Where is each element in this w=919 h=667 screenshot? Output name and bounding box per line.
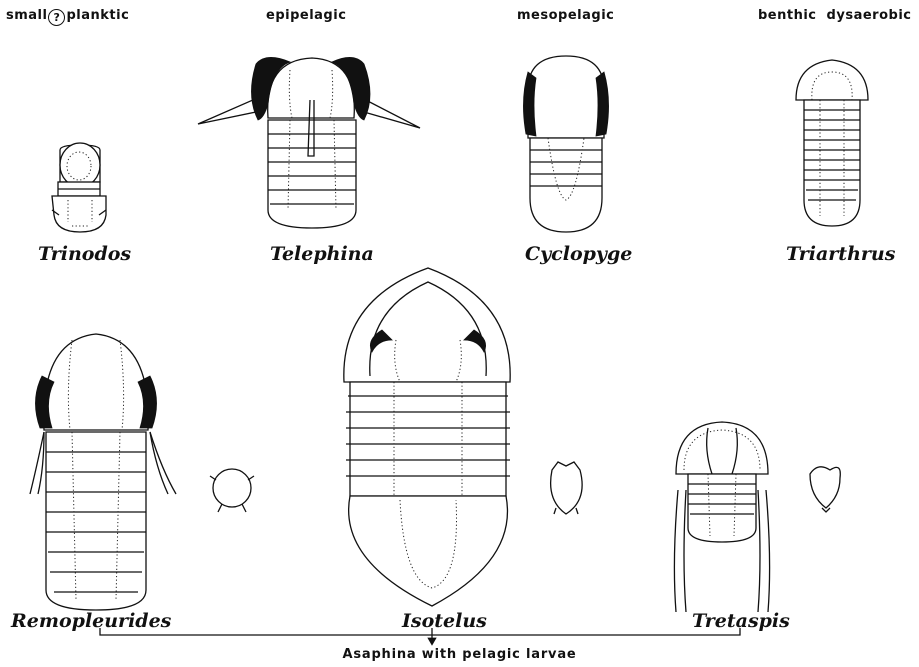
label-trinodos: Trinodos	[38, 243, 131, 265]
triarthrus-drawing	[796, 60, 868, 226]
isotelus-larva	[551, 462, 583, 514]
label-remopleurides: Remopleurides	[11, 610, 171, 632]
label-triarthrus: Triarthrus	[786, 243, 895, 265]
bracket-label: Asaphina with pelagic larvae	[0, 647, 919, 662]
remopleurides-larva	[210, 469, 254, 512]
trinodos-drawing	[52, 143, 106, 232]
cyclopyge-drawing	[523, 56, 608, 232]
isotelus-drawing	[344, 268, 510, 606]
tretaspis-drawing	[674, 422, 769, 612]
tretaspis-larva	[810, 467, 840, 512]
label-tretaspis: Tretaspis	[692, 610, 790, 632]
label-telephina: Telephina	[270, 243, 374, 265]
label-isotelus: Isotelus	[402, 610, 487, 632]
label-cyclopyge: Cyclopyge	[525, 243, 632, 265]
telephina-drawing	[198, 57, 420, 228]
remopleurides-drawing	[30, 334, 176, 610]
